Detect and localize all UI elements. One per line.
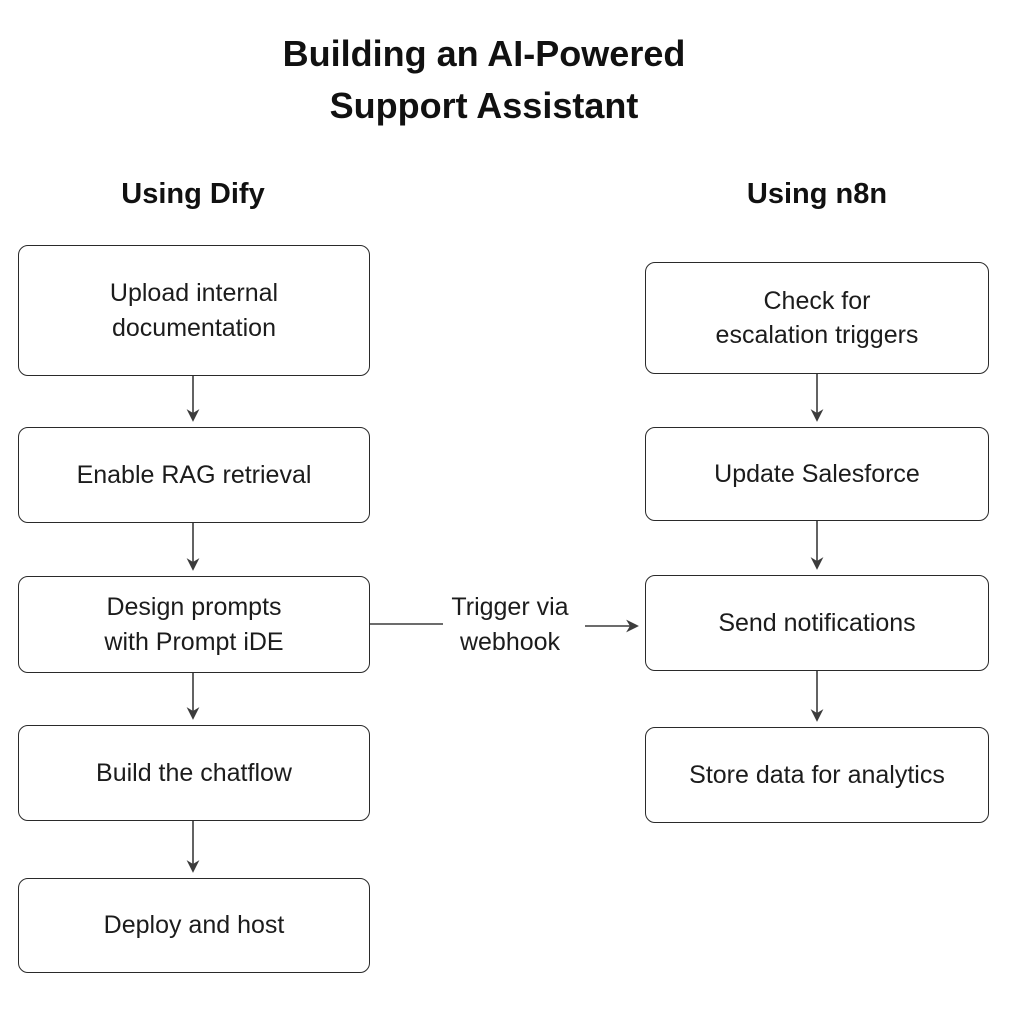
diagram-title: Building an AI-Powered Support Assistant [282,33,686,127]
node-upload-internal-documentation: Upload internal documentation [18,245,370,376]
node-store-data-for-analytics: Store data for analytics [645,727,989,823]
node-design-prompts: Design prompts with Prompt iDE [18,576,370,673]
node-build-the-chatflow: Build the chatflow [18,725,370,821]
column-header-dify: Using Dify [121,178,265,210]
node-check-escalation-triggers: Check for escalation triggers [645,262,989,374]
node-update-salesforce: Update Salesforce [645,427,989,521]
column-header-n8n: Using n8n [746,178,888,210]
node-enable-rag-retrieval: Enable RAG retrieval [18,427,370,523]
node-deploy-and-host: Deploy and host [18,878,370,973]
node-send-notifications: Send notifications [645,575,989,671]
edge-label-trigger-via-webhook: Trigger via webhook [451,593,569,656]
